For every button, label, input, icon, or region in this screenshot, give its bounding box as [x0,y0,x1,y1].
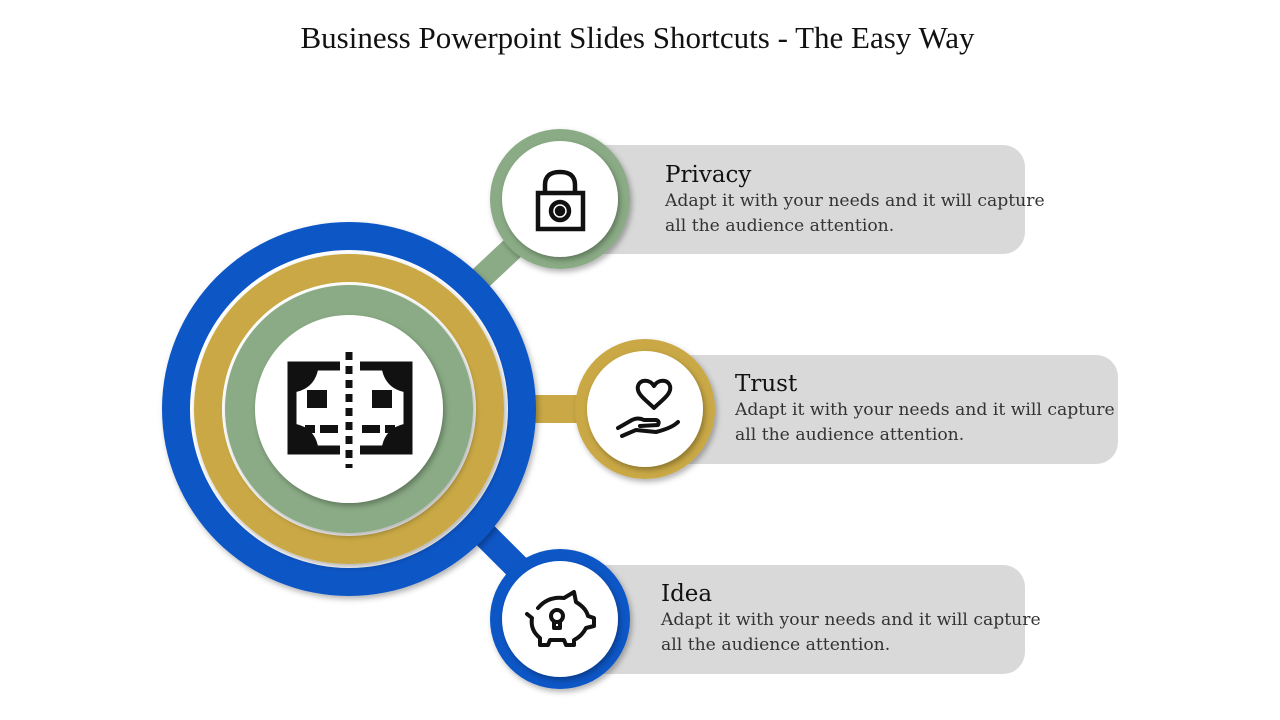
item-description: Adapt it with your needs and it will cap… [661,610,1041,655]
money-split-icon [287,352,413,468]
piggy-bank-bulb-icon [525,590,596,647]
item-title: Trust [735,371,798,397]
item-trust: Trust Adapt it with your needs and it wi… [735,370,1135,448]
page-title: Business Powerpoint Slides Shortcuts - T… [300,20,975,55]
trust-icon-circle [575,339,715,479]
card-trust [675,355,1118,464]
item-idea: Idea Adapt it with your needs and it wil… [661,580,1061,658]
card-privacy [585,145,1025,254]
item-title: Idea [661,581,713,607]
heart-in-hand-icon [616,378,680,438]
privacy-icon-circle [490,129,630,269]
item-title: Privacy [665,162,752,188]
item-description: Adapt it with your needs and it will cap… [735,400,1115,445]
item-privacy: Privacy Adapt it with your needs and it … [665,161,1065,239]
padlock-icon [535,169,586,232]
item-description: Adapt it with your needs and it will cap… [665,191,1045,236]
card-idea [585,565,1025,674]
